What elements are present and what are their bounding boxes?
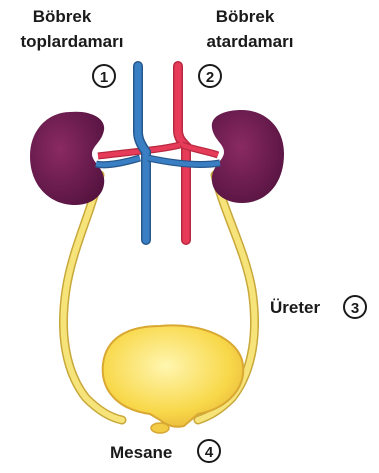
artery-number: 2 <box>206 69 214 86</box>
renal-artery <box>98 66 218 240</box>
bladder-number: 4 <box>205 444 214 461</box>
artery-label-line1: Böbrek <box>216 7 275 26</box>
right-kidney <box>212 110 284 203</box>
ureter-number: 3 <box>351 300 359 317</box>
ureter-label: Üreter <box>270 298 320 317</box>
vein-label-line2: toplardamarı <box>21 32 124 51</box>
vein-label-line1: Böbrek <box>33 7 92 26</box>
bladder-label: Mesane <box>110 443 172 462</box>
vein-number: 1 <box>100 69 108 86</box>
left-kidney <box>30 112 104 205</box>
artery-label-line2: atardamarı <box>207 32 294 51</box>
